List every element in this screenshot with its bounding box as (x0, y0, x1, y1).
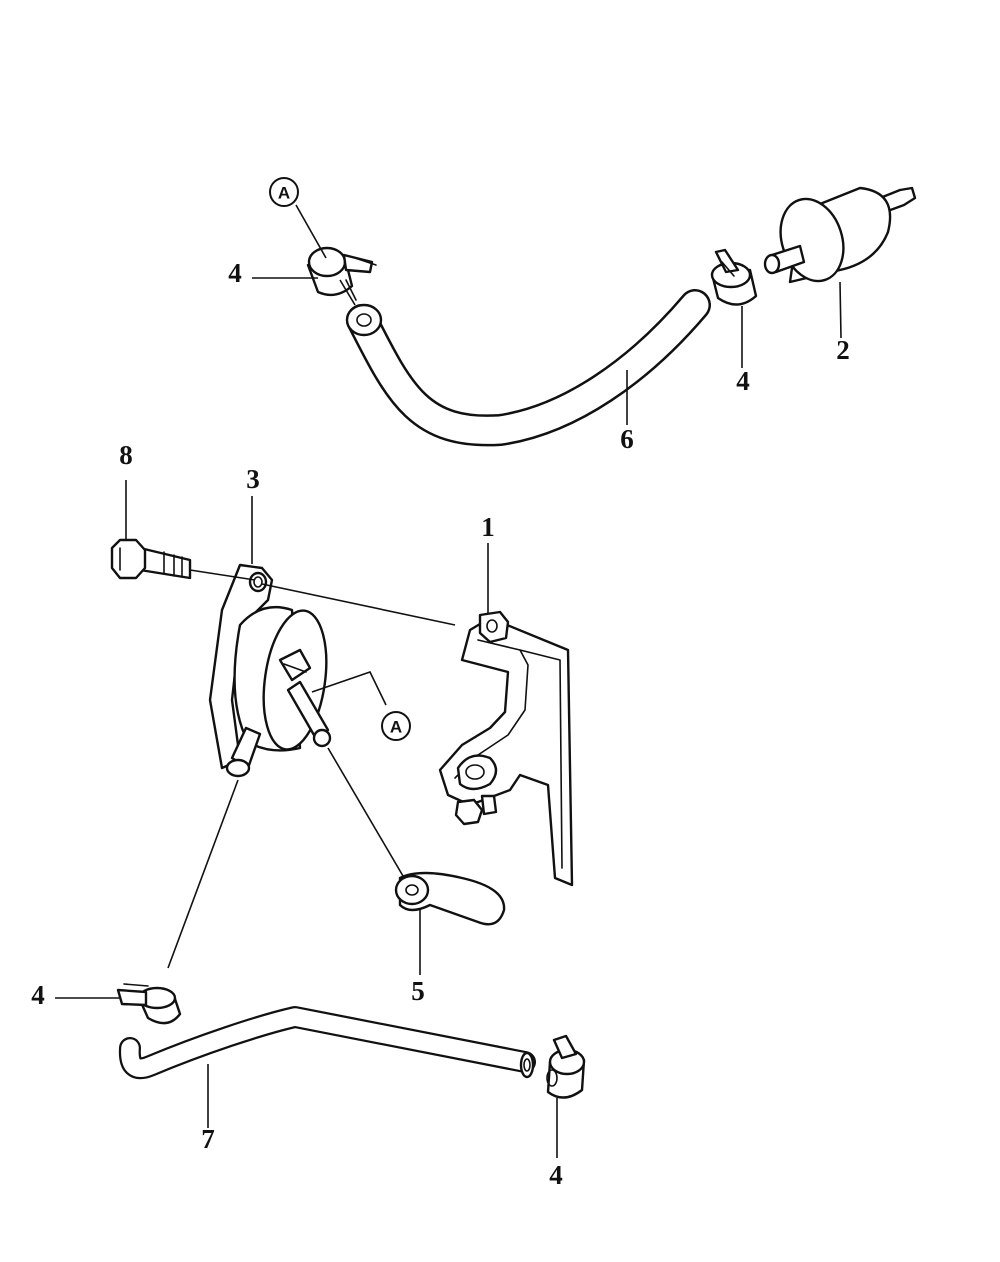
reference-a-mid: A (381, 711, 411, 741)
fuel-pump (208, 563, 332, 778)
assembly-lines (167, 279, 456, 969)
callout-leaders (55, 204, 842, 1158)
reference-a-top: A (269, 177, 299, 207)
fuel-hose-lower (118, 1006, 536, 1080)
callout-numbers: 1 2 3 4 4 4 4 5 6 7 8 (31, 258, 850, 1190)
svg-text:A: A (390, 718, 402, 737)
hose-clamp-lower-right (546, 1034, 586, 1099)
mounting-bracket (438, 610, 574, 887)
callout-7: 7 (201, 1124, 215, 1154)
callout-4-lower-right: 4 (549, 1160, 563, 1190)
hose-clamp-top-right (710, 248, 758, 306)
fuel-filter (763, 186, 917, 284)
vent-hose (394, 871, 506, 926)
callout-5: 5 (411, 976, 425, 1006)
callout-2: 2 (836, 335, 850, 365)
callout-8: 8 (119, 440, 133, 470)
fuel-hose-upper (345, 289, 711, 447)
svg-text:A: A (278, 184, 290, 203)
callout-3: 3 (246, 464, 260, 494)
callout-4-top-right: 4 (736, 366, 750, 396)
flange-bolt (110, 538, 192, 580)
callout-4-top-left: 4 (228, 258, 242, 288)
hose-clamp-top-left (306, 246, 377, 301)
callout-6: 6 (620, 424, 634, 454)
hose-clamp-lower-left (116, 983, 182, 1025)
callout-1: 1 (481, 512, 495, 542)
callout-4-lower-left: 4 (31, 980, 45, 1010)
